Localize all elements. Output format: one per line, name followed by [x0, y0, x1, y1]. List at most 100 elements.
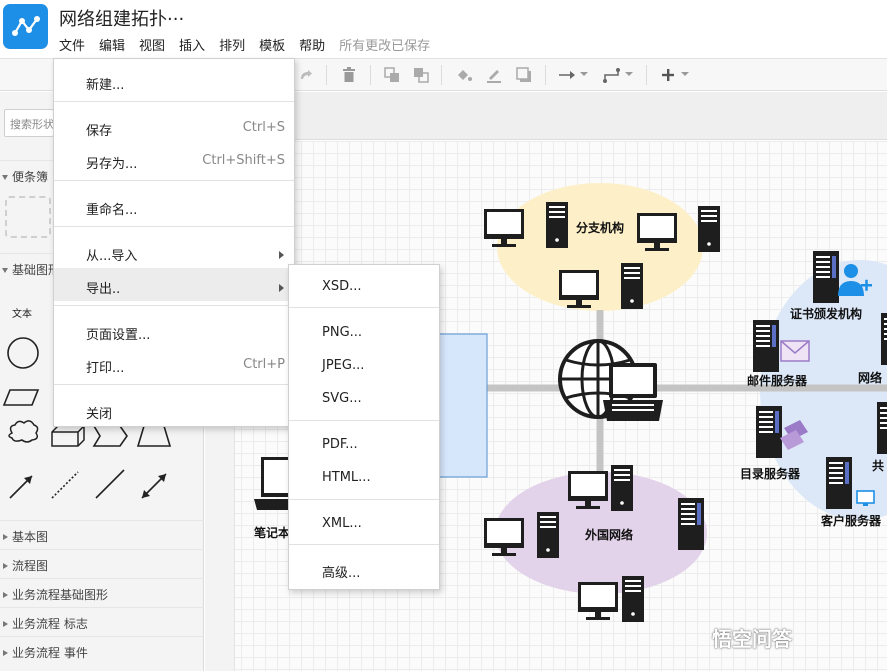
document-title[interactable]: 网络组建拓扑···: [59, 9, 185, 30]
file-menu-rename[interactable]: 重命名...: [54, 189, 294, 222]
section-basic[interactable]: 基本图: [0, 520, 204, 548]
export-png[interactable]: PNG...: [322, 325, 363, 340]
foreign-network-cloud[interactable]: [495, 472, 707, 594]
menu-view[interactable]: 视图: [139, 39, 166, 54]
text-shape[interactable]: 文本: [12, 309, 32, 320]
selected-rectangle-shape[interactable]: [435, 333, 488, 478]
network-server-label: 网络: [858, 370, 882, 385]
section-basic-label: 基本图: [12, 530, 49, 544]
menu-separator: [289, 544, 439, 545]
menu-help[interactable]: 帮助: [299, 39, 326, 54]
fill-color-icon[interactable]: [454, 65, 474, 85]
notebook-laptop-icon[interactable]: [254, 457, 295, 510]
export-xsd[interactable]: XSD...: [322, 279, 362, 294]
line-shape[interactable]: [95, 469, 125, 499]
toolbar-separator: [646, 65, 647, 85]
section-bpmn-basic[interactable]: 业务流程基础图形: [0, 578, 204, 606]
arrow-style-icon[interactable]: [557, 65, 577, 85]
arrow-style-caret-icon[interactable]: [580, 72, 588, 76]
directory-server-icon[interactable]: [756, 406, 782, 458]
menu-edit[interactable]: 编辑: [99, 39, 126, 54]
file-menu-export[interactable]: 导出..: [54, 268, 294, 301]
foreign-computer-tower[interactable]: [537, 512, 559, 558]
menu-insert[interactable]: 插入: [179, 39, 206, 54]
foreign-server-icon[interactable]: [678, 498, 704, 550]
mail-server-icon[interactable]: [753, 320, 779, 372]
export-svg[interactable]: SVG...: [322, 391, 362, 406]
parallelogram-shape[interactable]: [2, 389, 40, 406]
line-color-icon[interactable]: [484, 65, 504, 85]
add-icon[interactable]: [658, 65, 678, 85]
toolbar-separator: [545, 65, 546, 85]
menu-arrange[interactable]: 排列: [219, 39, 246, 54]
menu-template[interactable]: 模板: [259, 39, 286, 54]
file-menu-page-setup[interactable]: 页面设置...: [54, 314, 294, 347]
section-bpmn-events[interactable]: 业务流程 事件: [0, 636, 204, 664]
menu-separator: [54, 305, 294, 306]
branch-office-cloud[interactable]: [497, 183, 703, 311]
directory-server-label: 目录服务器: [740, 466, 801, 481]
shared-server-icon[interactable]: [877, 402, 887, 454]
app-logo[interactable]: [3, 4, 48, 49]
section-bpmn-markers[interactable]: 业务流程 标志: [0, 607, 204, 635]
client-monitor-icon[interactable]: [856, 490, 875, 506]
section-flowchart[interactable]: 流程图: [0, 549, 204, 577]
redo-icon[interactable]: [296, 65, 316, 85]
delete-icon[interactable]: [339, 65, 359, 85]
export-jpeg[interactable]: JPEG...: [322, 358, 365, 373]
menu-separator: [54, 384, 294, 385]
export-pdf[interactable]: PDF...: [322, 437, 358, 452]
notebook-label: 笔记本: [254, 525, 290, 540]
branch-computer-tower[interactable]: [698, 206, 720, 252]
file-menu-new[interactable]: 新建...: [54, 64, 294, 97]
export-xml[interactable]: XML...: [322, 516, 362, 531]
file-menu-import[interactable]: 从...导入: [54, 235, 294, 268]
client-server-icon[interactable]: [826, 457, 852, 509]
foreign-computer-tower[interactable]: [622, 576, 644, 622]
export-advanced[interactable]: 高级...: [322, 566, 361, 581]
export-html[interactable]: HTML...: [322, 470, 371, 485]
shadow-icon[interactable]: [514, 65, 534, 85]
laptop-icon[interactable]: [603, 363, 663, 421]
circle-shape[interactable]: [7, 337, 39, 369]
file-menu-new-label: 新建...: [86, 78, 125, 93]
toolbar-separator: [441, 65, 442, 85]
menu-separator: [54, 180, 294, 181]
menu-separator: [289, 420, 439, 421]
ca-server-icon[interactable]: [813, 251, 839, 303]
menu-file[interactable]: 文件: [59, 39, 86, 54]
to-front-icon[interactable]: [382, 65, 402, 85]
shape-search-input[interactable]: 搜索形状: [4, 109, 54, 137]
to-back-icon[interactable]: [411, 65, 431, 85]
branch-computer-tower[interactable]: [546, 202, 568, 248]
branch-office-label: 分支机构: [576, 220, 624, 235]
section-bpmn-markers-label: 业务流程 标志: [12, 617, 88, 631]
add-caret-icon[interactable]: [681, 72, 689, 76]
add-user-icon[interactable]: [838, 264, 872, 296]
ca-label: 证书颁发机构: [790, 306, 862, 321]
network-server-icon[interactable]: [881, 313, 887, 365]
scratchpad-drop-area[interactable]: [5, 196, 51, 238]
section-basic-shapes-label: 基础图形: [12, 263, 61, 277]
branch-computer-tower[interactable]: [621, 263, 643, 309]
save-status: 所有更改已保存: [339, 39, 431, 54]
connector-style-caret-icon[interactable]: [625, 72, 633, 76]
file-menu-print[interactable]: 打印...Ctrl+P: [54, 347, 294, 380]
directory-icon[interactable]: [780, 420, 808, 450]
menu-separator: [54, 101, 294, 102]
toolbar-separator: [326, 65, 327, 85]
section-scratchpad-label: 便条簿: [12, 170, 49, 184]
file-menu-import-label: 从...导入: [86, 249, 138, 264]
menu-bar: 文件 编辑 视图 插入 排列 模板 帮助 所有更改已保存: [59, 35, 431, 54]
export-submenu: XSD... PNG... JPEG... SVG... PDF... HTML…: [288, 264, 440, 590]
foreign-computer-tower[interactable]: [611, 465, 633, 511]
save-shortcut: Ctrl+S: [242, 120, 285, 135]
connector-style-icon[interactable]: [602, 65, 622, 85]
mail-envelope-icon[interactable]: [780, 340, 810, 362]
file-menu-save-as[interactable]: 另存为...Ctrl+Shift+S: [54, 143, 294, 176]
foreign-computer-monitor[interactable]: [578, 582, 618, 620]
file-menu-close[interactable]: 关闭: [54, 393, 294, 426]
cloud-shape[interactable]: [8, 420, 39, 443]
